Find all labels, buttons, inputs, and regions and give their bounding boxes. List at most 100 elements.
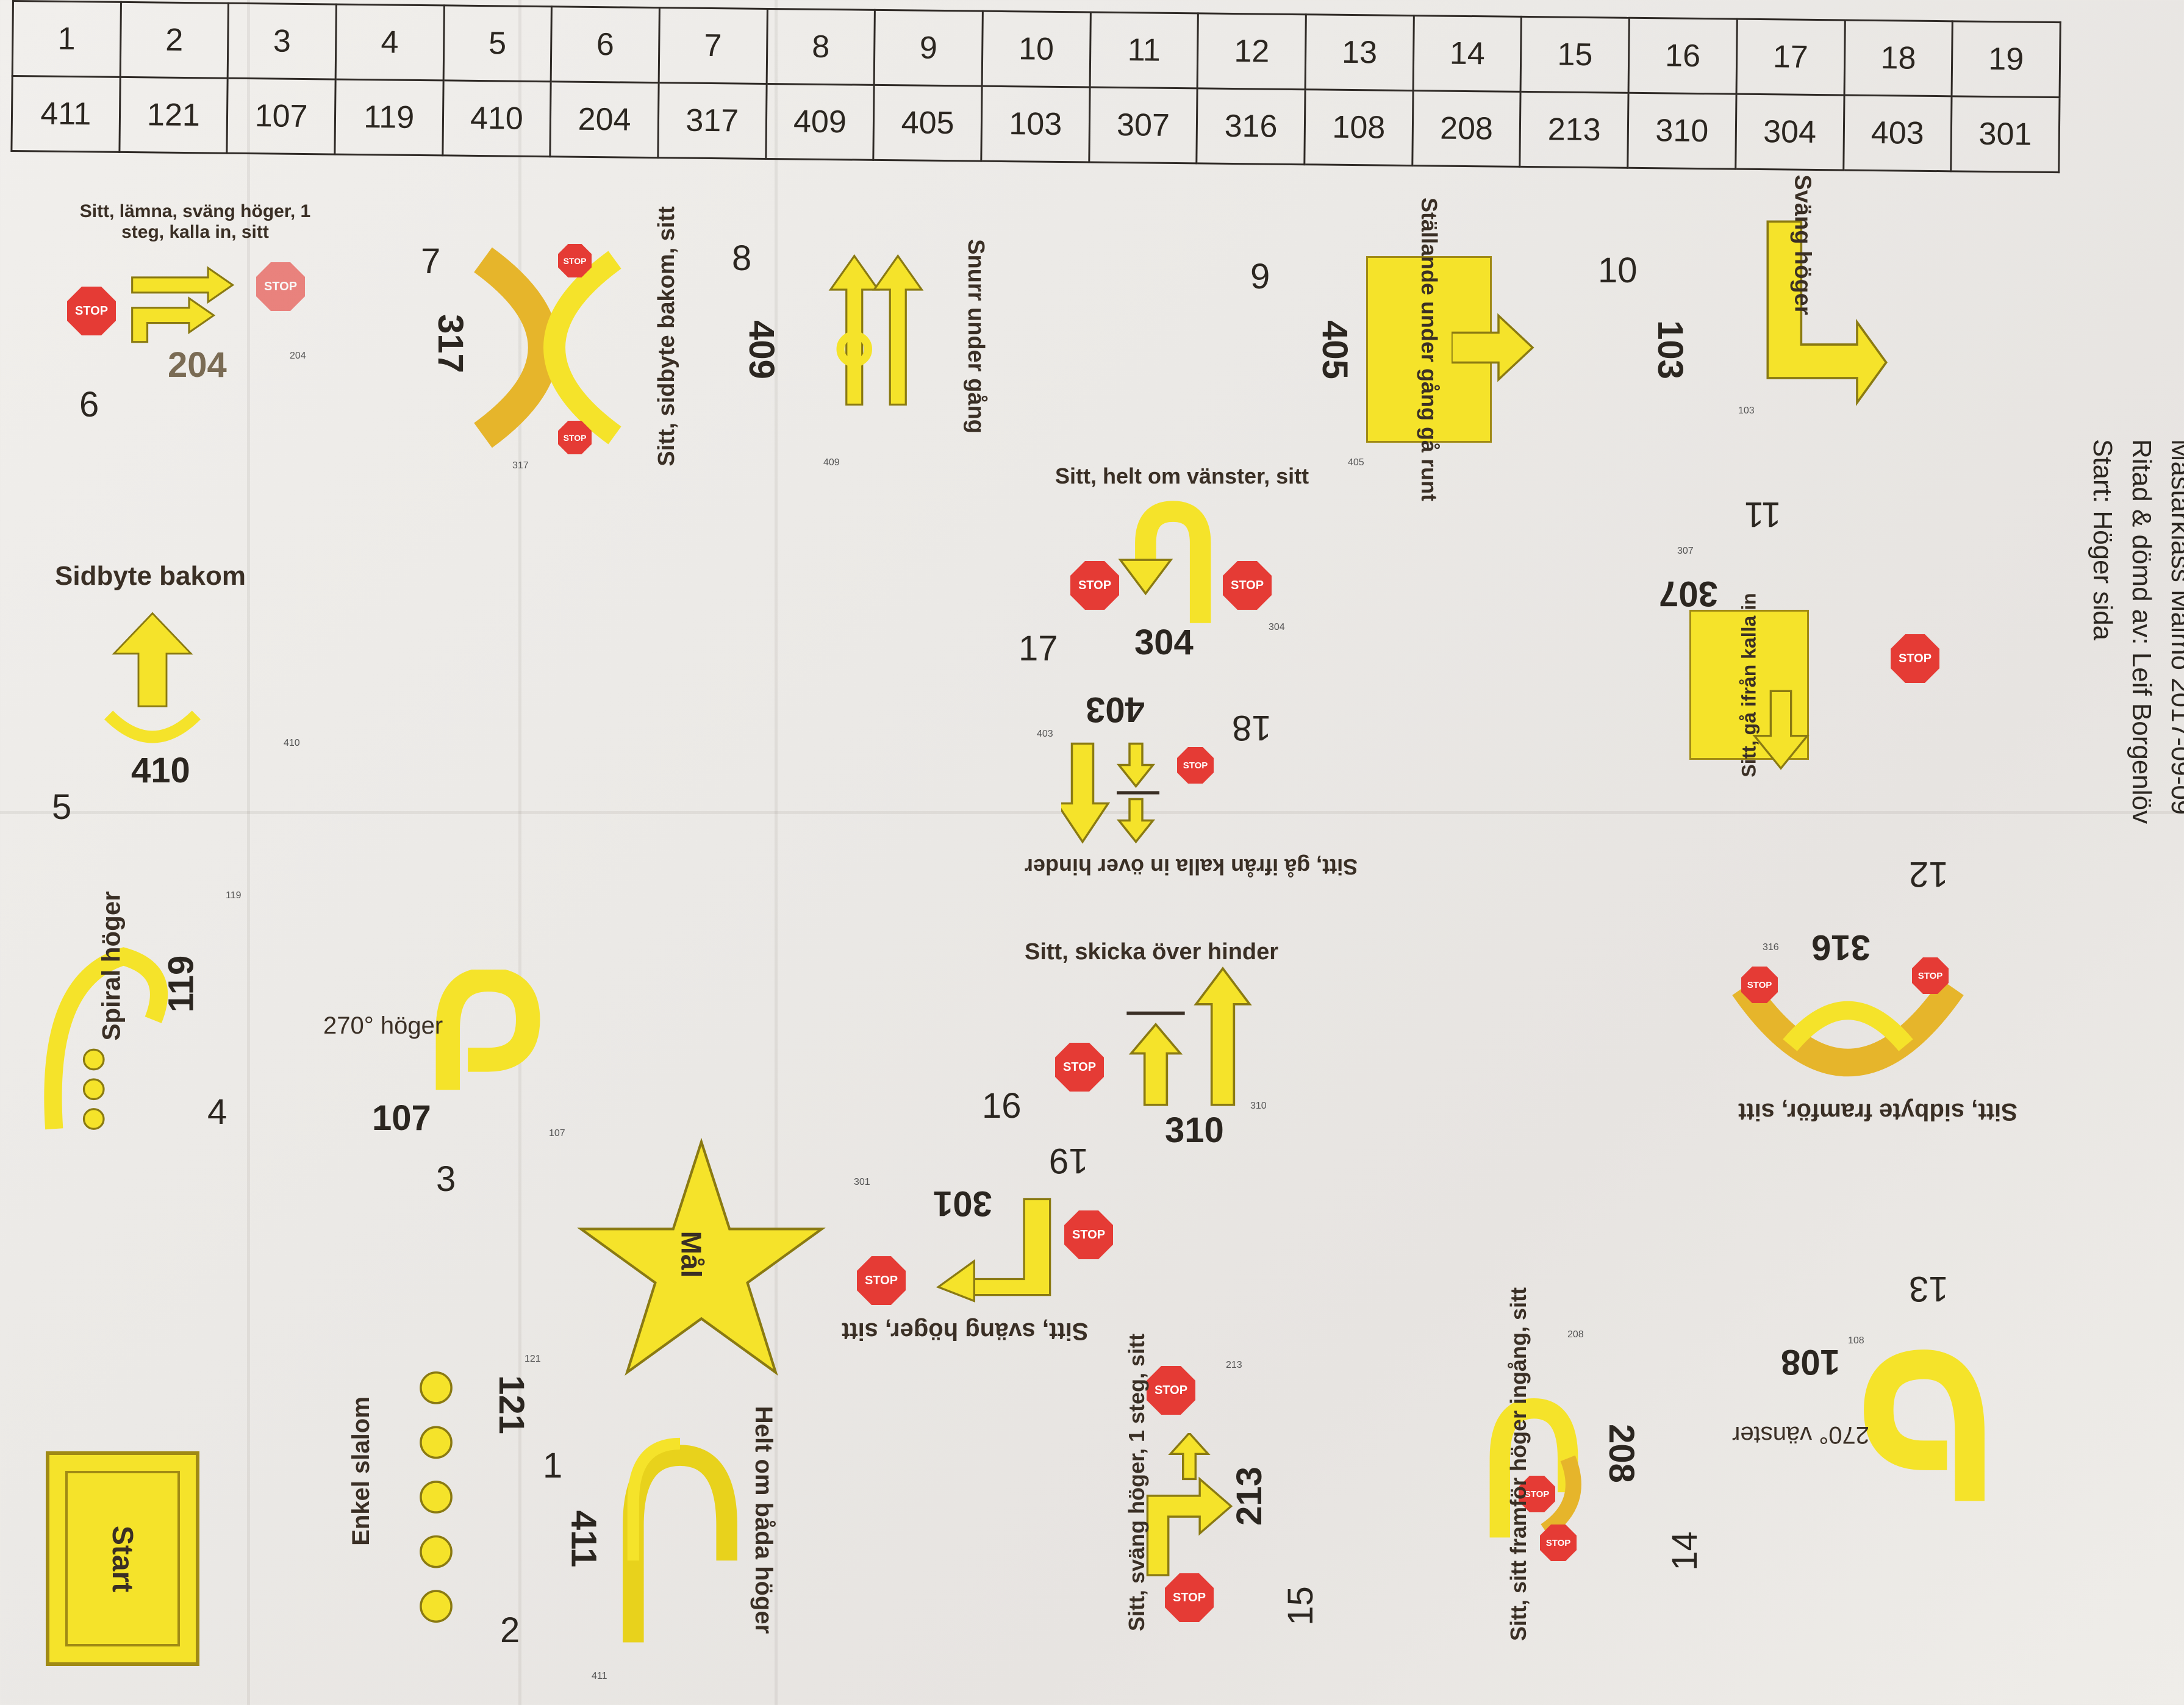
- station-number: 2: [500, 1610, 520, 1650]
- station-number: 5: [52, 787, 72, 827]
- exercise-code-small: 121: [525, 1354, 541, 1364]
- stop-sign-icon: STOP: [256, 262, 305, 311]
- table-cell-station-number: 3: [227, 3, 337, 80]
- table-cell-station-number: 10: [982, 11, 1091, 88]
- station-label: Sitt, sväng höger, sitt: [842, 1318, 1089, 1345]
- stop-sign-icon: STOP: [857, 1256, 906, 1305]
- paper-fold: [247, 0, 250, 1705]
- turn-270-left-icon: [1864, 1349, 1985, 1501]
- station-label: Sväng höger: [1789, 174, 1816, 315]
- front-right-entry-icon: [1489, 1398, 1581, 1538]
- station-label: Sitt, gå ifrån kalla in över hinder: [1025, 854, 1358, 879]
- goal-star-icon: [577, 1137, 826, 1376]
- exercise-code: 316: [1811, 928, 1871, 967]
- exercise-code: 301: [933, 1184, 992, 1223]
- spin-while-walking-icon: [828, 254, 924, 406]
- turn-right-icon: [1766, 220, 1888, 407]
- exercise-code: 317: [430, 314, 470, 373]
- stop-sign-icon: STOP: [1055, 1043, 1104, 1092]
- exercise-code-small: 213: [1226, 1360, 1242, 1370]
- table-cell-exercise-code: 119: [334, 79, 443, 155]
- exercise-code: 405: [1314, 320, 1355, 379]
- stop-sign-icon: STOP: [1741, 967, 1778, 1003]
- station-label: Helt om båda höger: [750, 1406, 778, 1634]
- table-cell-station-number: 15: [1520, 16, 1630, 93]
- table-cell-exercise-code: 204: [550, 81, 659, 158]
- start-label: Start: [106, 1525, 139, 1592]
- exercise-code-small: 409: [823, 457, 840, 468]
- table-cell-exercise-code: 409: [765, 84, 875, 160]
- exercise-code-small: 317: [512, 460, 529, 471]
- exercise-code: 304: [1134, 623, 1194, 662]
- stop-sign-icon: STOP: [1519, 1476, 1555, 1512]
- spiral-right-icon: [44, 947, 168, 1130]
- station-number: 12: [1909, 854, 1949, 894]
- station-label: Sitt, lämna, sväng höger, 1 steg, kalla …: [79, 201, 311, 242]
- station-number: 9: [1250, 257, 1270, 296]
- table-cell-station-number: 9: [874, 10, 983, 87]
- station-number: 6: [79, 385, 99, 424]
- table-cell-station-number: 16: [1628, 18, 1738, 95]
- side-change-behind-icon: [104, 612, 201, 743]
- exercise-code-small: 410: [284, 738, 300, 748]
- table-cell-station-number: 5: [443, 5, 552, 82]
- exercise-code: 121: [491, 1375, 531, 1434]
- exercise-code-small: 405: [1348, 457, 1364, 468]
- exercise-code: 204: [168, 345, 227, 385]
- about-turn-left-icon: [1118, 501, 1211, 623]
- exercise-code-small: 103: [1738, 406, 1755, 416]
- paper-fold: [518, 0, 521, 1705]
- exercise-code-small: 304: [1269, 622, 1285, 632]
- station-number: 19: [1049, 1141, 1089, 1181]
- stop-sign-icon: STOP: [1223, 561, 1272, 610]
- stop-sign-icon: STOP: [1147, 1366, 1195, 1415]
- exercise-code: 103: [1650, 320, 1690, 379]
- table-cell-station-number: 14: [1412, 15, 1522, 92]
- stop-sign-icon: STOP: [1165, 1573, 1214, 1622]
- stop-sign-icon: STOP: [1912, 957, 1949, 994]
- station-label: Enkel slalom: [347, 1396, 374, 1546]
- table-cell-exercise-code: 316: [1197, 88, 1306, 165]
- course-header: Mästarklass Malmö 2017-09-09 Ritad & döm…: [2049, 439, 2184, 927]
- turn-270-right-icon: [435, 970, 540, 1090]
- arrow-right-icon: [1452, 313, 1534, 382]
- exercise-code-small: 411: [592, 1671, 607, 1681]
- exercise-code: 310: [1165, 1110, 1224, 1150]
- send-over-hurdle-icon: [1126, 967, 1252, 1106]
- leave-call-over-hurdle-icon: [1061, 742, 1159, 844]
- turn-right-one-step-icon: [1146, 1433, 1233, 1576]
- table-cell-exercise-code: 307: [1089, 87, 1198, 163]
- exercise-code: 208: [1601, 1424, 1641, 1483]
- table-cell-station-number: 6: [551, 6, 660, 83]
- stop-sign-icon: STOP: [1891, 634, 1939, 683]
- exercise-code-small: 204: [290, 351, 306, 361]
- goal-label: Mål: [675, 1231, 707, 1278]
- station-label: Sitt, skicka över hinder: [1025, 939, 1279, 965]
- stop-sign-icon: STOP: [1064, 1210, 1113, 1259]
- exercise-code-small: 119: [226, 890, 242, 901]
- exercise-code: 409: [741, 320, 781, 379]
- station-number: 11: [1744, 495, 1781, 534]
- table-cell-exercise-code: 301: [1950, 96, 2060, 173]
- exercise-code: 403: [1086, 690, 1145, 729]
- station-label: Sitt, sväng höger, 1 steg, sitt: [1124, 1333, 1150, 1632]
- exercise-code-small: 316: [1763, 942, 1779, 953]
- stop-sign-icon: STOP: [558, 421, 592, 454]
- u-turn-arrows-icon: [623, 1437, 737, 1643]
- table-cell-exercise-code: 213: [1520, 91, 1629, 168]
- station-label: Snurr under gång: [962, 239, 989, 434]
- judge-line: Ritad & dömd av: Leif Borgenlöv: [2127, 439, 2157, 824]
- start-side: Start: Höger sida: [2088, 439, 2118, 641]
- station-number: 14: [1664, 1531, 1705, 1571]
- station-label: Sitt, sitt framför höger ingång, sitt: [1506, 1287, 1531, 1642]
- station-label: Sitt, helt om vänster, sitt: [1055, 463, 1309, 488]
- table-cell-station-number: 12: [1197, 13, 1306, 90]
- table-cell-exercise-code: 411: [11, 76, 120, 152]
- exercise-code-small: 310: [1250, 1101, 1267, 1111]
- exercise-code-small: 403: [1037, 729, 1053, 739]
- exercise-code-small: 307: [1677, 546, 1694, 556]
- start-sign: Start: [46, 1451, 199, 1666]
- arrow-down-icon: [1752, 690, 1810, 770]
- table-cell-station-number: 19: [1952, 21, 2061, 98]
